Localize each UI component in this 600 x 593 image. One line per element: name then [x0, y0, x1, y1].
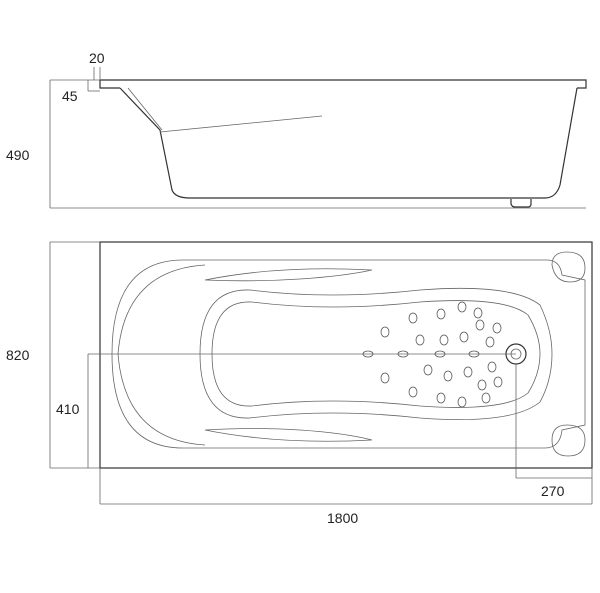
anti-slip-dot — [423, 364, 433, 376]
anti-slip-dot — [408, 312, 418, 324]
anti-slip-dot — [415, 334, 425, 346]
top-view — [88, 241, 593, 469]
side-view-rim — [99, 79, 587, 89]
anti-slip-dot — [457, 301, 467, 313]
anti-slip-dot — [380, 372, 390, 384]
anti-slip-dot — [481, 392, 491, 404]
anti-slip-dot — [457, 396, 467, 408]
top-view-anti-slip-pattern — [362, 301, 503, 408]
top-view-backrest — [117, 264, 206, 446]
top-view-outer-frame — [99, 241, 593, 469]
anti-slip-dot — [493, 376, 503, 388]
top-view-grip-bottom — [204, 428, 373, 442]
anti-slip-dot — [475, 319, 485, 331]
anti-slip-dot — [463, 366, 473, 378]
top-view-basin — [199, 287, 553, 421]
dim-410-label: 410 — [56, 401, 80, 417]
anti-slip-dot — [443, 370, 453, 382]
dim-20-label: 20 — [89, 50, 105, 66]
side-view-dimensions — [49, 67, 586, 209]
anti-slip-dot — [380, 326, 390, 338]
top-view-inner-rim — [111, 259, 586, 449]
anti-slip-dot — [492, 322, 502, 334]
dim-490-label: 490 — [6, 147, 30, 163]
side-view — [99, 79, 587, 208]
top-view-basin-inner — [211, 300, 541, 408]
top-view-corner-dish-bottom — [551, 424, 586, 457]
side-view-inner-line — [127, 87, 323, 133]
anti-slip-dot — [473, 307, 483, 319]
side-view-foot — [510, 199, 532, 208]
dim-270-label: 270 — [541, 483, 565, 499]
side-view-body — [119, 87, 578, 199]
dim-820-label: 820 — [6, 347, 30, 363]
dim-1800-label: 1800 — [327, 510, 358, 526]
top-view-corner-dish-top — [551, 251, 586, 283]
anti-slip-dot — [487, 361, 497, 373]
anti-slip-dot — [459, 331, 469, 343]
top-view-dimensions — [49, 241, 593, 505]
top-view-grip-top — [204, 268, 373, 282]
dim-45-label: 45 — [62, 88, 78, 104]
anti-slip-dot — [436, 308, 446, 320]
anti-slip-dot — [436, 392, 446, 404]
anti-slip-dot — [477, 379, 487, 391]
anti-slip-dot — [485, 336, 495, 348]
anti-slip-dot — [439, 334, 449, 346]
anti-slip-dot — [408, 386, 418, 398]
